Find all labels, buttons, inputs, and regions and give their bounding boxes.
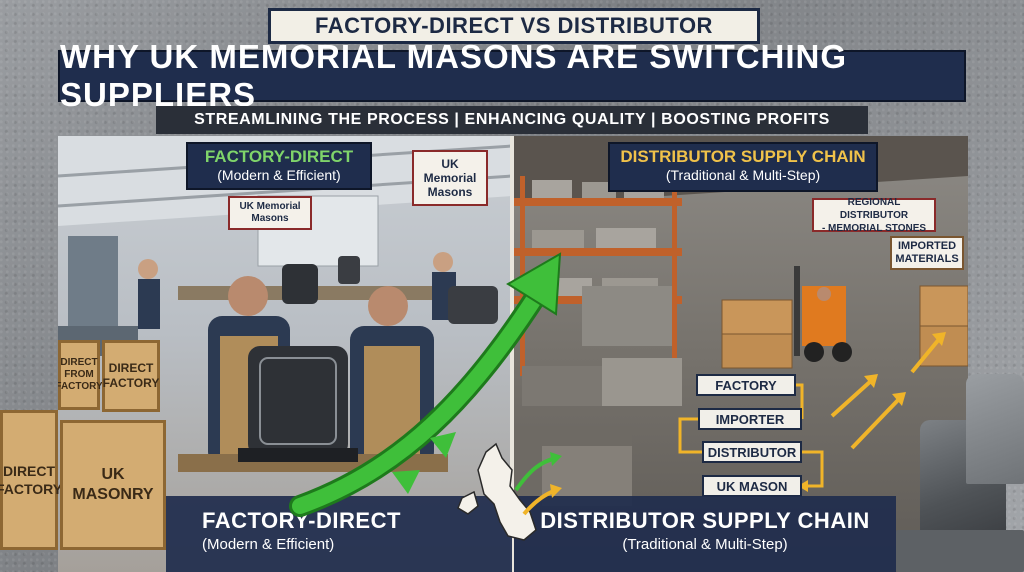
- factory-direct-label: FACTORY-DIRECT (Modern & Efficient): [186, 142, 372, 190]
- regional-distributor-sign: REGIONAL DISTRIBUTOR - MEMORIAL STONES: [812, 196, 936, 234]
- distributor-label-title: DISTRIBUTOR SUPPLY CHAIN: [620, 147, 866, 166]
- imported-sign-line-2: MATERIALS: [895, 253, 959, 265]
- crate-small-1-line-3: FACTORY: [58, 381, 103, 392]
- distributor-label-subtitle: (Traditional & Multi-Step): [665, 167, 821, 183]
- distributor-bottom-subtitle: (Traditional & Multi-Step): [622, 536, 788, 553]
- regional-sign-line-1: REGIONAL DISTRIBUTOR: [839, 196, 909, 221]
- chain-step-uk-mason: UK MASON: [702, 475, 802, 497]
- chain-step-distributor: DISTRIBUTOR: [702, 441, 802, 463]
- imported-sign-line-1: IMPORTED: [897, 240, 957, 252]
- headstone-base: [896, 530, 1024, 572]
- wall-sign-text: UK Memorial Masons: [239, 201, 301, 224]
- crate-direct-factory-small: DIRECT FACTORY: [102, 340, 160, 412]
- uk-map-icon: [477, 442, 537, 541]
- crate-big-2-line-2: MASONRY: [72, 486, 154, 503]
- hanging-sign-line-1: UK: [441, 157, 459, 171]
- distributor-bottom-title: DISTRIBUTOR SUPPLY CHAIN: [540, 508, 870, 533]
- header-strapline: STREAMLINING THE PROCESS | ENHANCING QUA…: [156, 106, 868, 134]
- uk-memorial-masons-hanging-sign: UK Memorial Masons: [412, 150, 488, 206]
- header-eyebrow: FACTORY-DIRECT VS DISTRIBUTOR: [268, 8, 760, 44]
- factory-direct-label-subtitle: (Modern & Efficient): [217, 167, 341, 183]
- granite-headstone-back: [966, 374, 1024, 484]
- crate-small-2-line-1: DIRECT: [108, 361, 154, 375]
- chain-step-factory: FACTORY: [696, 374, 796, 396]
- uk-memorial-masons-wall-sign: UK Memorial Masons: [228, 196, 312, 230]
- crate-big-2-line-1: UK: [101, 466, 125, 483]
- factory-direct-label-title: FACTORY-DIRECT: [204, 147, 354, 166]
- distributor-label: DISTRIBUTOR SUPPLY CHAIN (Traditional & …: [608, 142, 878, 192]
- crate-direct-from-factory: DIRECT FROM FACTORY: [58, 340, 103, 410]
- regional-sign-line-2: - MEMORIAL STONES: [821, 222, 927, 234]
- chain-step-importer: IMPORTER: [698, 408, 802, 430]
- hanging-sign-line-2: Memorial: [423, 171, 477, 185]
- imported-materials-sign: IMPORTED MATERIALS: [890, 236, 964, 270]
- crate-small-1-line-1: DIRECT: [60, 357, 98, 368]
- ireland-map-icon: [457, 490, 479, 515]
- hanging-sign-line-3: Masons: [427, 185, 473, 199]
- crate-uk-masonry: UK MASONRY: [60, 420, 166, 550]
- crate-small-2-line-2: FACTORY: [102, 376, 160, 390]
- distributor-bottom-band: DISTRIBUTOR SUPPLY CHAIN (Traditional & …: [514, 496, 896, 572]
- crate-big-1-line-2: FACTORY: [0, 481, 63, 497]
- crate-big-1-line-1: DIRECT: [2, 463, 56, 479]
- crate-direct-factory-large: DIRECT FACTORY: [0, 410, 62, 550]
- crate-small-1-line-2: FROM: [64, 369, 94, 380]
- panel-divider: [510, 136, 514, 572]
- factory-direct-bottom-subtitle: (Modern & Efficient): [202, 536, 335, 553]
